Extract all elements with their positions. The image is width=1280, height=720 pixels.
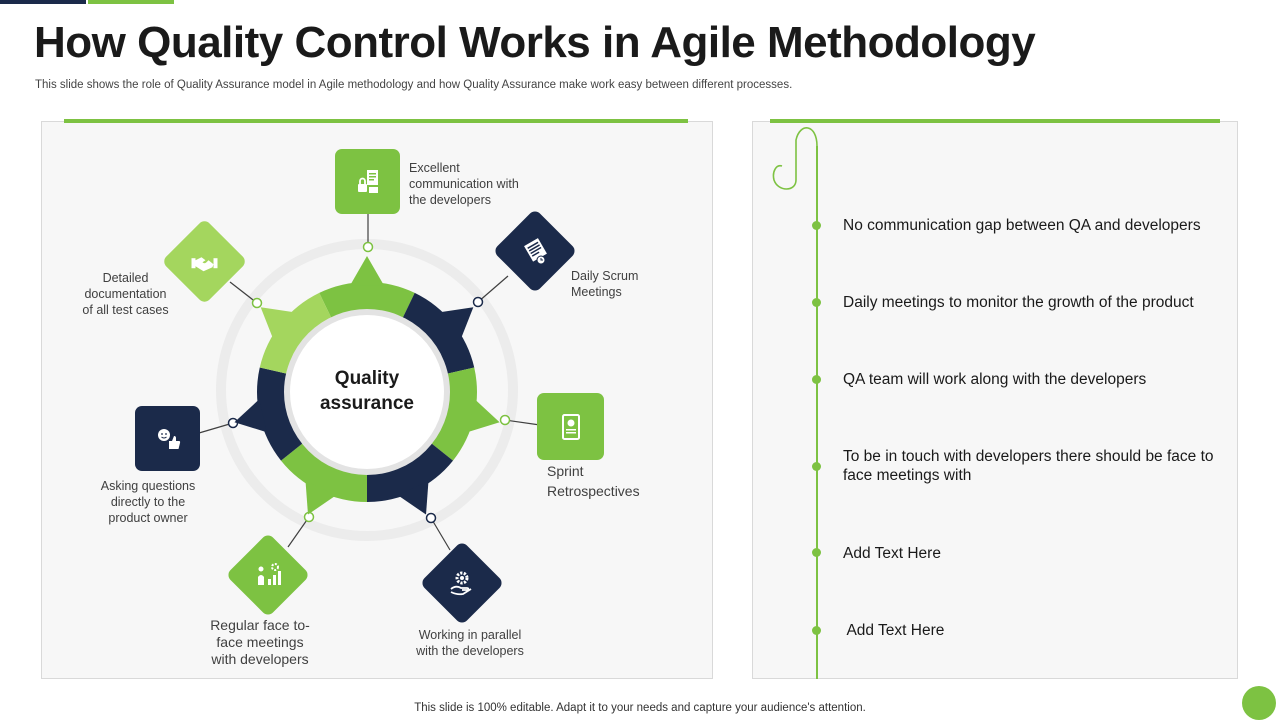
- node-label-line: Regular face to-: [210, 617, 310, 633]
- timeline-dot: [812, 462, 821, 471]
- hook-decoration: [772, 127, 818, 190]
- ring-pointer: [260, 307, 295, 339]
- slide-title: How Quality Control Works in Agile Metho…: [34, 18, 1036, 67]
- node-docs-label: Detailed documentation of all test cases: [68, 270, 183, 318]
- connector-questions: [198, 422, 234, 434]
- points-panel-accent: [770, 119, 1220, 123]
- clipboard-clock-icon: [520, 236, 550, 266]
- connector-dot: [251, 297, 263, 309]
- slide-subtitle: This slide shows the role of Quality Ass…: [35, 79, 793, 91]
- top-accent-bar-dark: [0, 0, 86, 4]
- timeline-dot: [812, 548, 821, 557]
- corner-decoration: [1242, 686, 1276, 720]
- center-label-line1: Quality: [334, 368, 400, 389]
- node-label-line: Excellent: [409, 161, 460, 175]
- connector-dot: [303, 511, 315, 523]
- node-label-line: documentation: [84, 287, 167, 301]
- node-questions-label: Asking questions directly to the product…: [88, 478, 208, 526]
- node-label-line: Daily Scrum: [571, 269, 639, 283]
- node-communication-label: Excellent communication with the develop…: [409, 160, 519, 208]
- node-label-line: communication with: [409, 177, 519, 191]
- center-disc: [284, 309, 450, 475]
- node-face-label: Regular face to- face meetings with deve…: [195, 617, 325, 668]
- node-label-line: Detailed: [102, 271, 149, 285]
- certificate-icon: [556, 412, 586, 442]
- connector-retro: [504, 419, 541, 426]
- node-docs-tile: [161, 218, 248, 305]
- connector-parallel: [430, 517, 451, 551]
- point-4: To be in touch with developers there sho…: [843, 448, 1214, 484]
- connector-dot: [362, 241, 374, 253]
- node-label-line: the developers: [409, 193, 492, 207]
- ring-pointer: [350, 256, 384, 286]
- timeline-line: [816, 146, 818, 679]
- point-3: QA team will work along with the develop…: [843, 371, 1147, 388]
- timeline-dot: [812, 298, 821, 307]
- node-questions-tile: [135, 406, 200, 471]
- node-communication-tile: [335, 149, 400, 214]
- team-growth-icon: [253, 560, 283, 590]
- ring-pointer: [305, 480, 336, 515]
- ring-pointer: [439, 307, 474, 339]
- center-label-line2: assurance: [319, 393, 414, 414]
- node-parallel-label: Working in parallel with the developers: [400, 627, 540, 659]
- node-retro-tile: [537, 393, 604, 460]
- point-1: No communication gap between QA and deve…: [843, 217, 1201, 234]
- footer-note: This slide is 100% editable. Adapt it to…: [414, 702, 866, 714]
- node-label-line: with developers: [211, 651, 309, 667]
- node-label-line: Asking questions: [100, 479, 196, 493]
- node-label-line: Meetings: [571, 285, 622, 299]
- points-panel: [752, 121, 1238, 679]
- thumbs-up-face-icon: [153, 424, 183, 454]
- connector-dot: [227, 417, 239, 429]
- node-label-line: directly to the: [110, 495, 186, 509]
- ring-segment: [259, 292, 338, 377]
- node-label-line: Retrospectives: [547, 483, 640, 499]
- timeline-dot: [812, 221, 821, 230]
- connector-face: [287, 516, 310, 548]
- ring-segment: [367, 434, 454, 502]
- connector-lines: [198, 214, 541, 551]
- point-6: Add Text Here: [843, 622, 945, 639]
- node-label-line: of all test cases: [82, 303, 169, 317]
- connector-dot: [499, 414, 511, 426]
- point-5: Add Text Here: [843, 545, 941, 562]
- timeline-dot: [812, 375, 821, 384]
- ring-segment: [396, 292, 475, 377]
- ring-pointer: [467, 399, 500, 433]
- ring-pointer: [234, 399, 267, 433]
- node-scrum-label: Daily Scrum Meetings: [571, 268, 638, 300]
- diagram-panel-accent: [64, 119, 688, 123]
- center-label: Quality assurance: [304, 366, 430, 416]
- connector-dot: [425, 512, 437, 524]
- node-retro-label: Sprint Retrospectives: [547, 461, 640, 501]
- node-label-line: face meetings: [216, 634, 304, 650]
- ring-segment: [280, 434, 367, 502]
- node-label-line: Working in parallel: [418, 628, 522, 642]
- node-label-line: product owner: [108, 511, 188, 525]
- node-label-line: with the developers: [416, 644, 524, 658]
- node-scrum-tile: [492, 208, 578, 294]
- connector-docs: [229, 281, 258, 304]
- connector-scrum: [477, 275, 509, 303]
- gear-hand-icon: [447, 568, 477, 598]
- top-accent-bar-green: [88, 0, 174, 4]
- document-lock-icon: [353, 167, 383, 197]
- node-label-line: Sprint: [547, 463, 584, 479]
- connector-dots-green: [251, 241, 511, 523]
- node-face-tile: [225, 532, 311, 618]
- node-parallel-tile: [419, 540, 505, 626]
- point-2: Daily meetings to monitor the growth of …: [843, 294, 1194, 311]
- handshake-icon: [190, 247, 220, 277]
- connector-dot: [472, 296, 484, 308]
- connector-dots-navy: [227, 296, 484, 524]
- ring-pointer: [398, 480, 429, 515]
- timeline-dot: [812, 626, 821, 635]
